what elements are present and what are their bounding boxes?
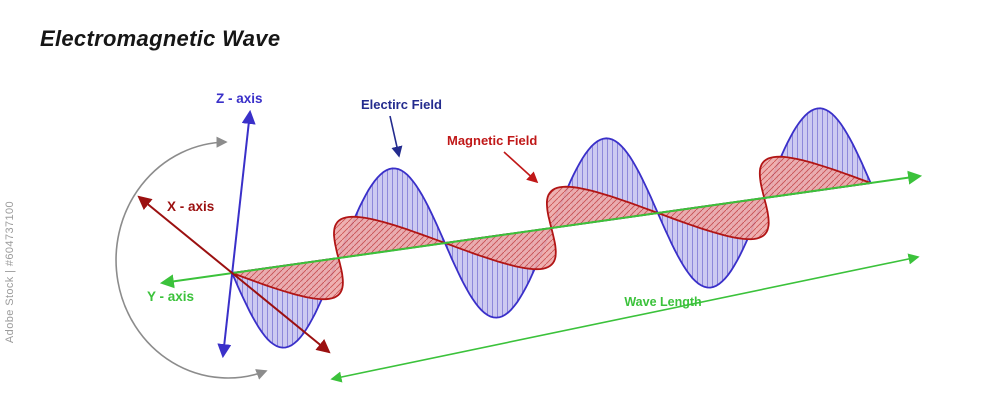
- z-axis-line: [217, 109, 256, 359]
- x-axis-label: X - axis: [167, 199, 214, 214]
- electric-field-pointer-arrow: [389, 115, 403, 158]
- magnetic-field-label: Magnetic Field: [447, 133, 537, 148]
- wavelength-label: Wave Length: [624, 295, 701, 309]
- x-axis-line: [137, 195, 331, 354]
- watermark-text: Adobe Stock | #604737100: [4, 201, 16, 343]
- magnetic-field-pointer-arrow: [503, 151, 539, 184]
- z-axis-label: Z - axis: [216, 91, 263, 106]
- rotation-arc-arrow: [115, 136, 268, 380]
- wavelength-arrow: [330, 253, 920, 383]
- page-title: Electromagnetic Wave: [40, 26, 280, 51]
- y-axis-label: Y - axis: [147, 289, 194, 304]
- electric-field-label: Electirc Field: [361, 97, 442, 112]
